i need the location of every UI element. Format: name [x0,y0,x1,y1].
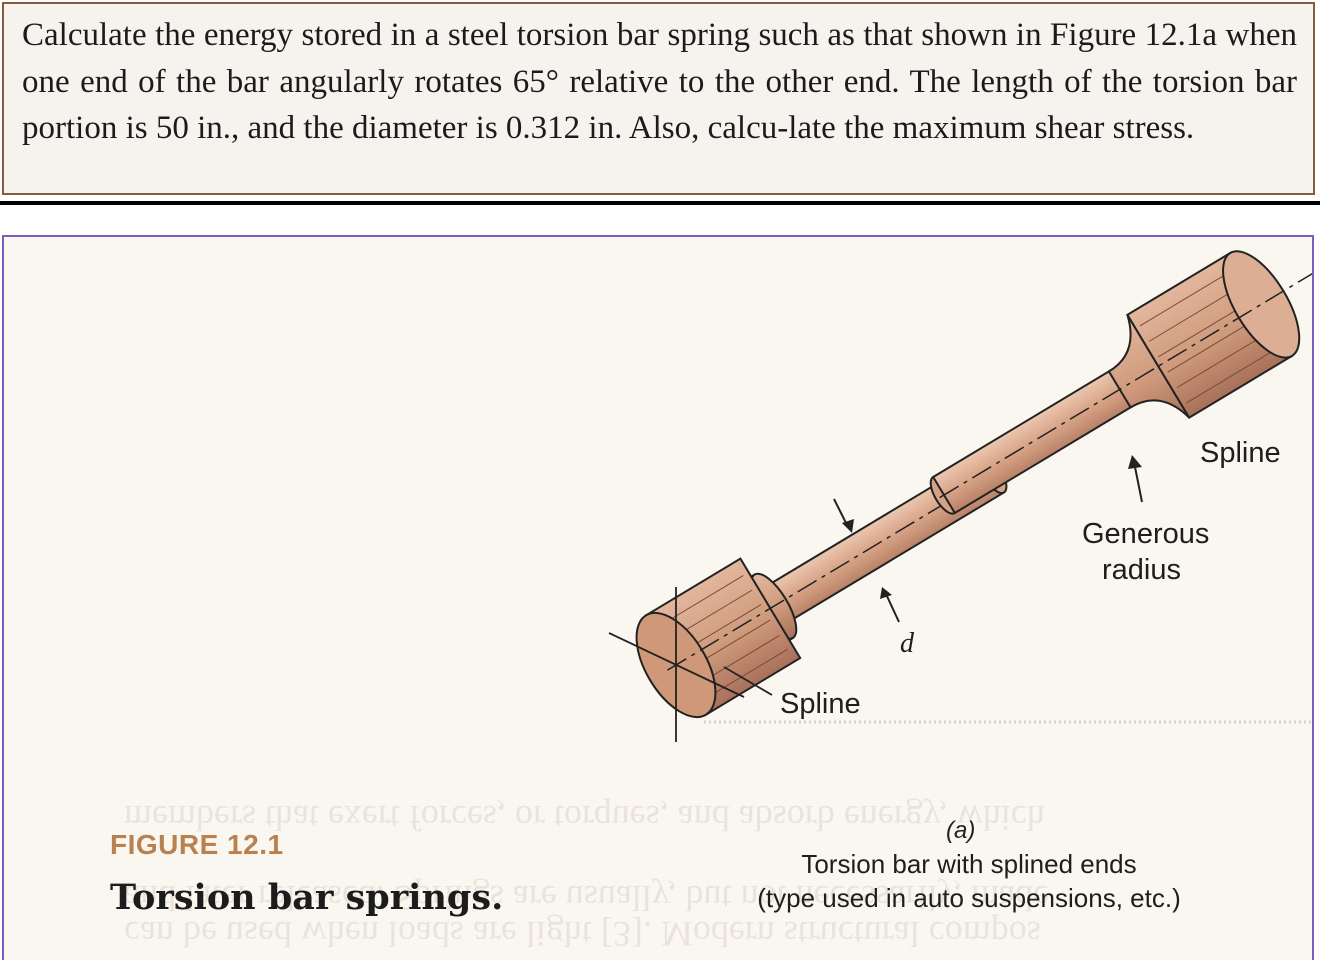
subfigure-caption: Torsion bar with splined ends (type used… [704,847,1234,915]
spline-right-label: Spline [1200,437,1281,469]
right-assembly [929,250,1312,515]
radius-label: radius [1102,554,1181,586]
figure-box: members that exert forces, or torques, a… [2,235,1314,960]
problem-statement-box: Calculate the energy stored in a steel t… [2,2,1315,195]
generous-label: Generous [1082,518,1209,550]
generous-radius-leader [1133,461,1143,503]
subcaption-line-2: (type used in auto suspensions, etc.) [757,883,1181,913]
left-diagonal-axis [608,632,745,698]
subcaption-line-1: Torsion bar with splined ends [801,849,1137,879]
spline-left-leader [723,666,773,696]
figure-label: FIGURE 12.1 [110,829,284,860]
diameter-arrow-bottom [885,593,900,623]
spline-left-label: Spline [780,688,861,720]
torsion-bar-diagram: Spline Generous radius d Spline [608,250,1312,742]
diameter-label: d [900,628,915,659]
problem-text: Calculate the energy stored in a steel t… [22,17,1297,146]
divider-rule [0,201,1320,205]
subfigure-label: (a) [946,817,976,844]
figure-caption: Torsion bar springs. [110,877,504,918]
right-shaft [931,364,1141,515]
